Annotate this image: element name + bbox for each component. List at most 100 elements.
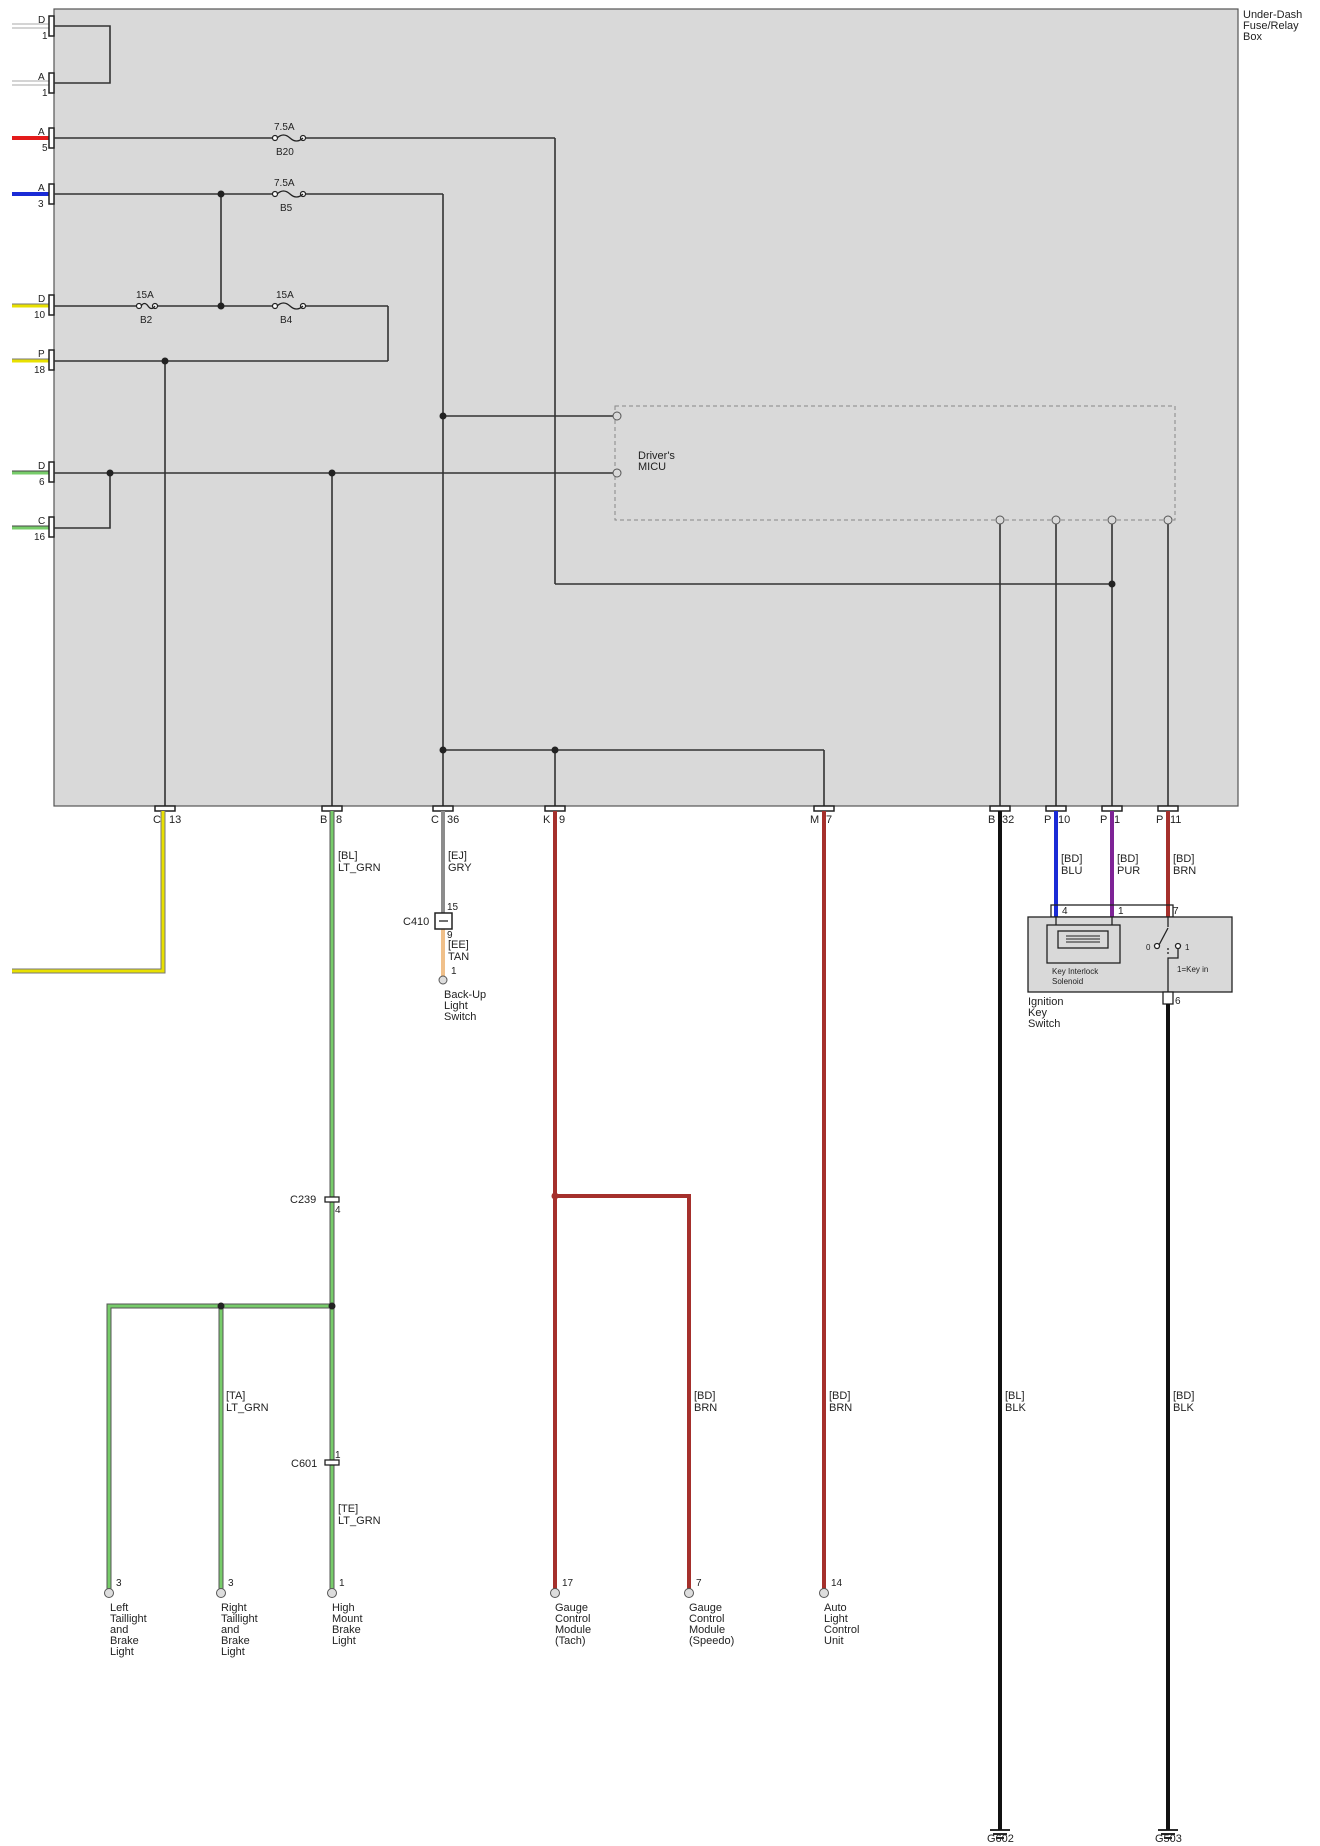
svg-text:36: 36 [447,814,459,826]
svg-text:3: 3 [116,1578,122,1589]
bottom-connector-c36: C 36 [431,805,459,826]
svg-text:BLU: BLU [1061,865,1082,877]
key-in-switch-contacts [1153,917,1182,992]
left-connectors: D 1 A 1 A 5 A 3 D 10 P 18 [34,15,55,543]
svg-text:10: 10 [1058,814,1070,826]
svg-text:[BD]: [BD] [694,1390,715,1402]
svg-text:3: 3 [38,199,44,210]
fuse-b4: 15A B4 [271,290,307,326]
wire-k9-brown [553,811,691,1589]
svg-text:15A: 15A [276,290,294,301]
svg-text:[BD]: [BD] [1173,1390,1194,1402]
svg-text:(Speedo): (Speedo) [689,1635,734,1647]
svg-text:3: 3 [228,1578,234,1589]
svg-text:Light: Light [221,1646,245,1658]
svg-text:13: 13 [169,814,181,826]
svg-text:Back-Up: Back-Up [444,989,486,1001]
svg-text:Taillight: Taillight [110,1613,147,1625]
svg-text:(Tach): (Tach) [555,1635,586,1647]
svg-text:Light: Light [110,1646,134,1658]
svg-text:Control: Control [824,1624,859,1636]
svg-text:[BD]: [BD] [1117,853,1138,865]
svg-text:15A: 15A [136,290,154,301]
svg-text:MICU: MICU [638,461,666,473]
svg-text:B20: B20 [276,147,294,158]
svg-text:BRN: BRN [694,1402,717,1414]
junction-dot [328,1302,336,1310]
svg-text:Module: Module [689,1624,725,1636]
external-input-wires [12,23,50,530]
load-gauge-tach: 17 Gauge Control Module (Tach) [550,1578,591,1647]
svg-text:A: A [38,72,45,83]
fuse-box-title-line1: Under-Dash [1243,9,1302,21]
svg-text:LT_GRN: LT_GRN [338,1515,381,1527]
svg-text:K: K [543,814,551,826]
ground-g602-label: G602 [987,1833,1014,1845]
junction-dot [551,1192,559,1200]
ground-g602 [990,1829,1010,1839]
bottom-connectors: C 13 B 8 C 36 K 9 M 7 B 32 [153,805,1181,826]
svg-text:B: B [988,814,995,826]
load-right-taillight: 3 Right Taillight and Brake Light [216,1578,258,1658]
svg-text:4: 4 [335,1205,341,1216]
label-bd-blu: [BD] BLU [1061,853,1082,877]
svg-text:GRY: GRY [448,862,472,874]
svg-text:C: C [431,814,439,826]
drivers-micu: Driver's MICU [612,405,1176,525]
label-bd-brn-speedo: [BD] BRN [694,1390,717,1414]
svg-text:Ignition: Ignition [1028,996,1063,1008]
svg-text:14: 14 [831,1578,843,1589]
svg-text:B5: B5 [280,203,293,214]
svg-text:P: P [1156,814,1163,826]
ground-g503 [1158,1829,1178,1839]
svg-text:7: 7 [696,1578,702,1589]
svg-text:Key Interlock: Key Interlock [1052,967,1099,976]
svg-text:C410: C410 [403,916,429,928]
bottom-connector-b32: B 32 [988,805,1014,826]
svg-text:1: 1 [339,1578,345,1589]
connector-c601: C601 1 [291,1450,341,1470]
svg-text:1: 1 [42,88,48,99]
svg-text:C601: C601 [291,1458,317,1470]
svg-text:15: 15 [447,902,459,913]
fuse-b20: 7.5A B20 [271,122,307,158]
svg-text:C: C [153,814,161,826]
svg-text:6: 6 [39,477,45,488]
svg-text:[BL]: [BL] [338,850,358,862]
svg-text:B2: B2 [140,315,153,326]
connector-c410: C410 15 9 [403,902,459,941]
svg-text:Right: Right [221,1602,247,1614]
svg-text:0: 0 [1146,943,1151,952]
fuse-b2: 15A B2 [135,290,159,326]
svg-text:7.5A: 7.5A [274,178,295,189]
svg-text:and: and [110,1624,128,1636]
svg-text:B4: B4 [280,315,293,326]
load-auto-light-control: 14 Auto Light Control Unit [819,1578,859,1647]
junction-dots [106,190,1116,754]
label-bl-ltgrn: [BL] LT_GRN [338,850,381,874]
load-high-mount-brake-light: 1 High Mount Brake Light [327,1578,363,1647]
label-bd-blk: [BD] BLK [1173,1390,1194,1414]
svg-text:7: 7 [1173,906,1179,917]
svg-text:Taillight: Taillight [221,1613,258,1625]
svg-text:1: 1 [42,31,48,42]
left-connector-a3: A 3 [38,183,55,210]
svg-text:BLK: BLK [1173,1402,1194,1414]
svg-text:Switch: Switch [1028,1018,1060,1030]
label-ej-gry: [EJ] GRY [448,850,472,874]
label-bl-blk: [BL] BLK [1005,1390,1026,1414]
svg-text:Auto: Auto [824,1602,847,1614]
svg-text:Unit: Unit [824,1635,844,1647]
svg-text:1: 1 [1114,814,1120,826]
ground-g503-label: G503 [1155,1833,1182,1845]
svg-text:BRN: BRN [1173,865,1196,877]
label-ee-tan: [EE] TAN [448,939,469,963]
label-ta-ltgrn: [TA] LT_GRN [226,1390,269,1414]
connector-c239: C239 4 [290,1194,341,1216]
svg-text:[BL]: [BL] [1005,1390,1025,1402]
svg-text:7.5A: 7.5A [274,122,295,133]
junction-dot [217,1302,225,1310]
left-connector-p18: P 18 [34,349,55,376]
svg-text:[EJ]: [EJ] [448,850,467,862]
svg-text:6: 6 [1175,996,1181,1007]
